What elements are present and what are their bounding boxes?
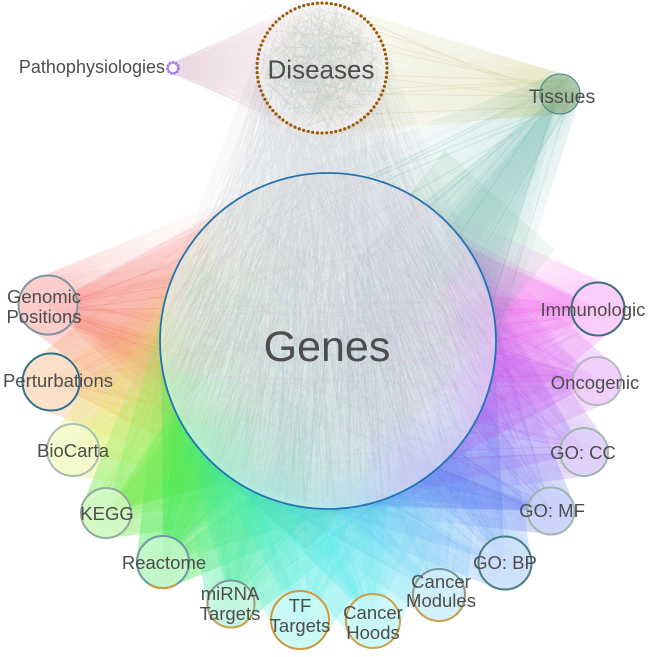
svg-text:Perturbations: Perturbations [3,370,113,391]
svg-text:Cancer: Cancer [343,602,403,623]
svg-text:Positions: Positions [6,306,81,327]
svg-text:BioCarta: BioCarta [37,440,110,461]
svg-text:GO: BP: GO: BP [473,552,537,573]
svg-text:Immunologic: Immunologic [541,299,646,320]
svg-text:Genomic: Genomic [7,286,81,307]
svg-text:Tissues: Tissues [529,86,596,108]
svg-text:miRNA: miRNA [201,583,260,604]
svg-text:Cancer: Cancer [411,571,471,592]
svg-text:GO: CC: GO: CC [550,442,616,463]
svg-text:Diseases: Diseases [268,55,375,85]
svg-text:Oncogenic: Oncogenic [551,372,639,393]
svg-text:Modules: Modules [406,590,476,611]
svg-text:Targets: Targets [270,615,331,636]
svg-text:Pathophysiologies: Pathophysiologies [19,57,165,77]
svg-text:TF: TF [289,595,312,616]
svg-text:GO: MF: GO: MF [519,500,585,521]
svg-text:Hoods: Hoods [346,622,399,643]
svg-text:Targets: Targets [200,603,261,624]
svg-text:Genes: Genes [264,323,391,371]
svg-text:KEGG: KEGG [80,503,133,524]
svg-text:Reactome: Reactome [122,552,206,573]
